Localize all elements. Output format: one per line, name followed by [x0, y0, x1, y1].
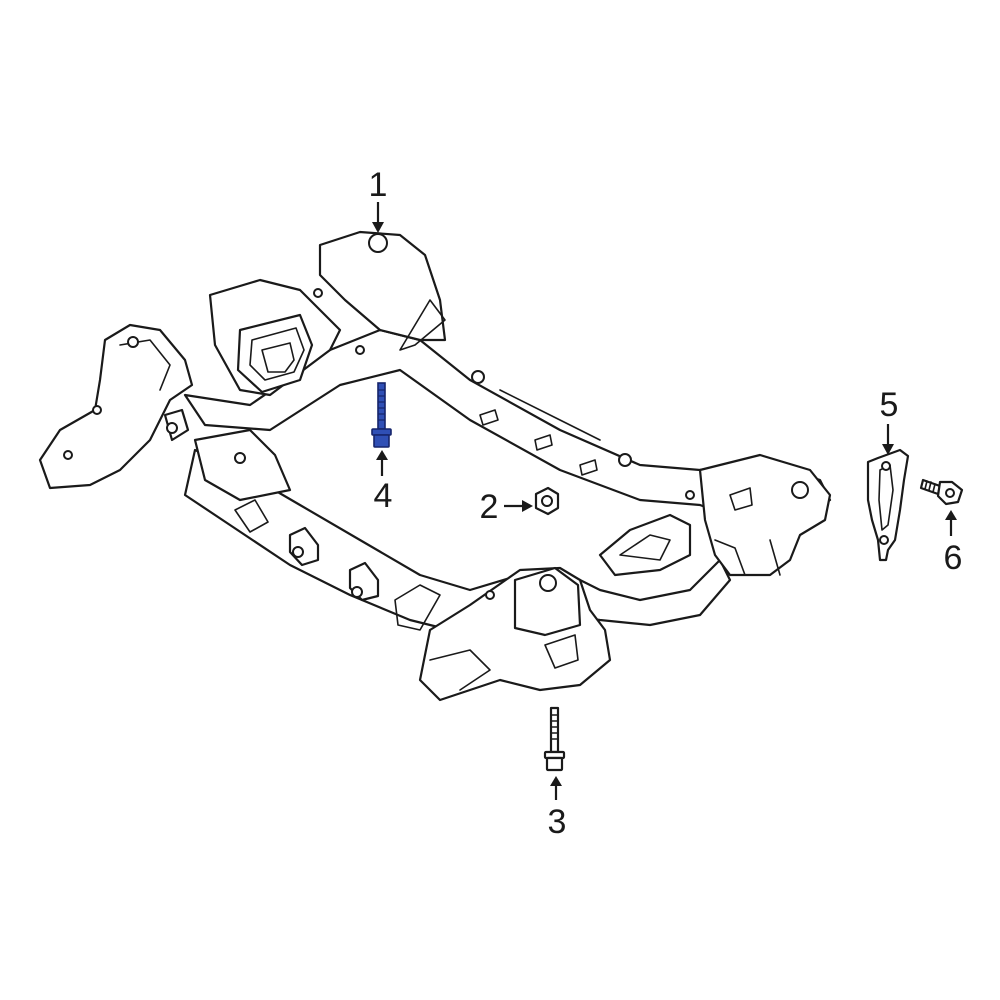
- bracket-part-5[interactable]: [866, 448, 910, 562]
- callout-4-arrowhead: [376, 450, 388, 460]
- callout-label-1: 1: [369, 166, 388, 204]
- callout-5[interactable]: 5: [880, 386, 899, 455]
- callout-label-5: 5: [880, 386, 899, 424]
- callout-1[interactable]: 1: [369, 166, 388, 233]
- callout-6[interactable]: 6: [944, 510, 963, 577]
- callout-2[interactable]: 2: [480, 488, 533, 526]
- callout-label-2: 2: [480, 488, 499, 526]
- callout-5-arrowhead: [882, 444, 894, 455]
- bolt-part-3[interactable]: [543, 706, 566, 772]
- subframe-crossmember: [38, 230, 832, 702]
- bolt-part-6[interactable]: [919, 478, 964, 506]
- nut-part-2[interactable]: [534, 486, 560, 516]
- callout-label-6: 6: [944, 539, 963, 577]
- highlighted-bolt-part-4[interactable]: [371, 382, 392, 448]
- callout-3[interactable]: 3: [548, 776, 567, 841]
- callout-4[interactable]: 4: [374, 450, 393, 515]
- callout-label-4: 4: [374, 477, 393, 515]
- callout-3-arrowhead: [550, 776, 562, 786]
- callout-1-arrowhead: [372, 222, 384, 233]
- callout-label-3: 3: [548, 803, 567, 841]
- callout-2-arrowhead: [522, 500, 533, 512]
- callout-6-arrowhead: [945, 510, 957, 520]
